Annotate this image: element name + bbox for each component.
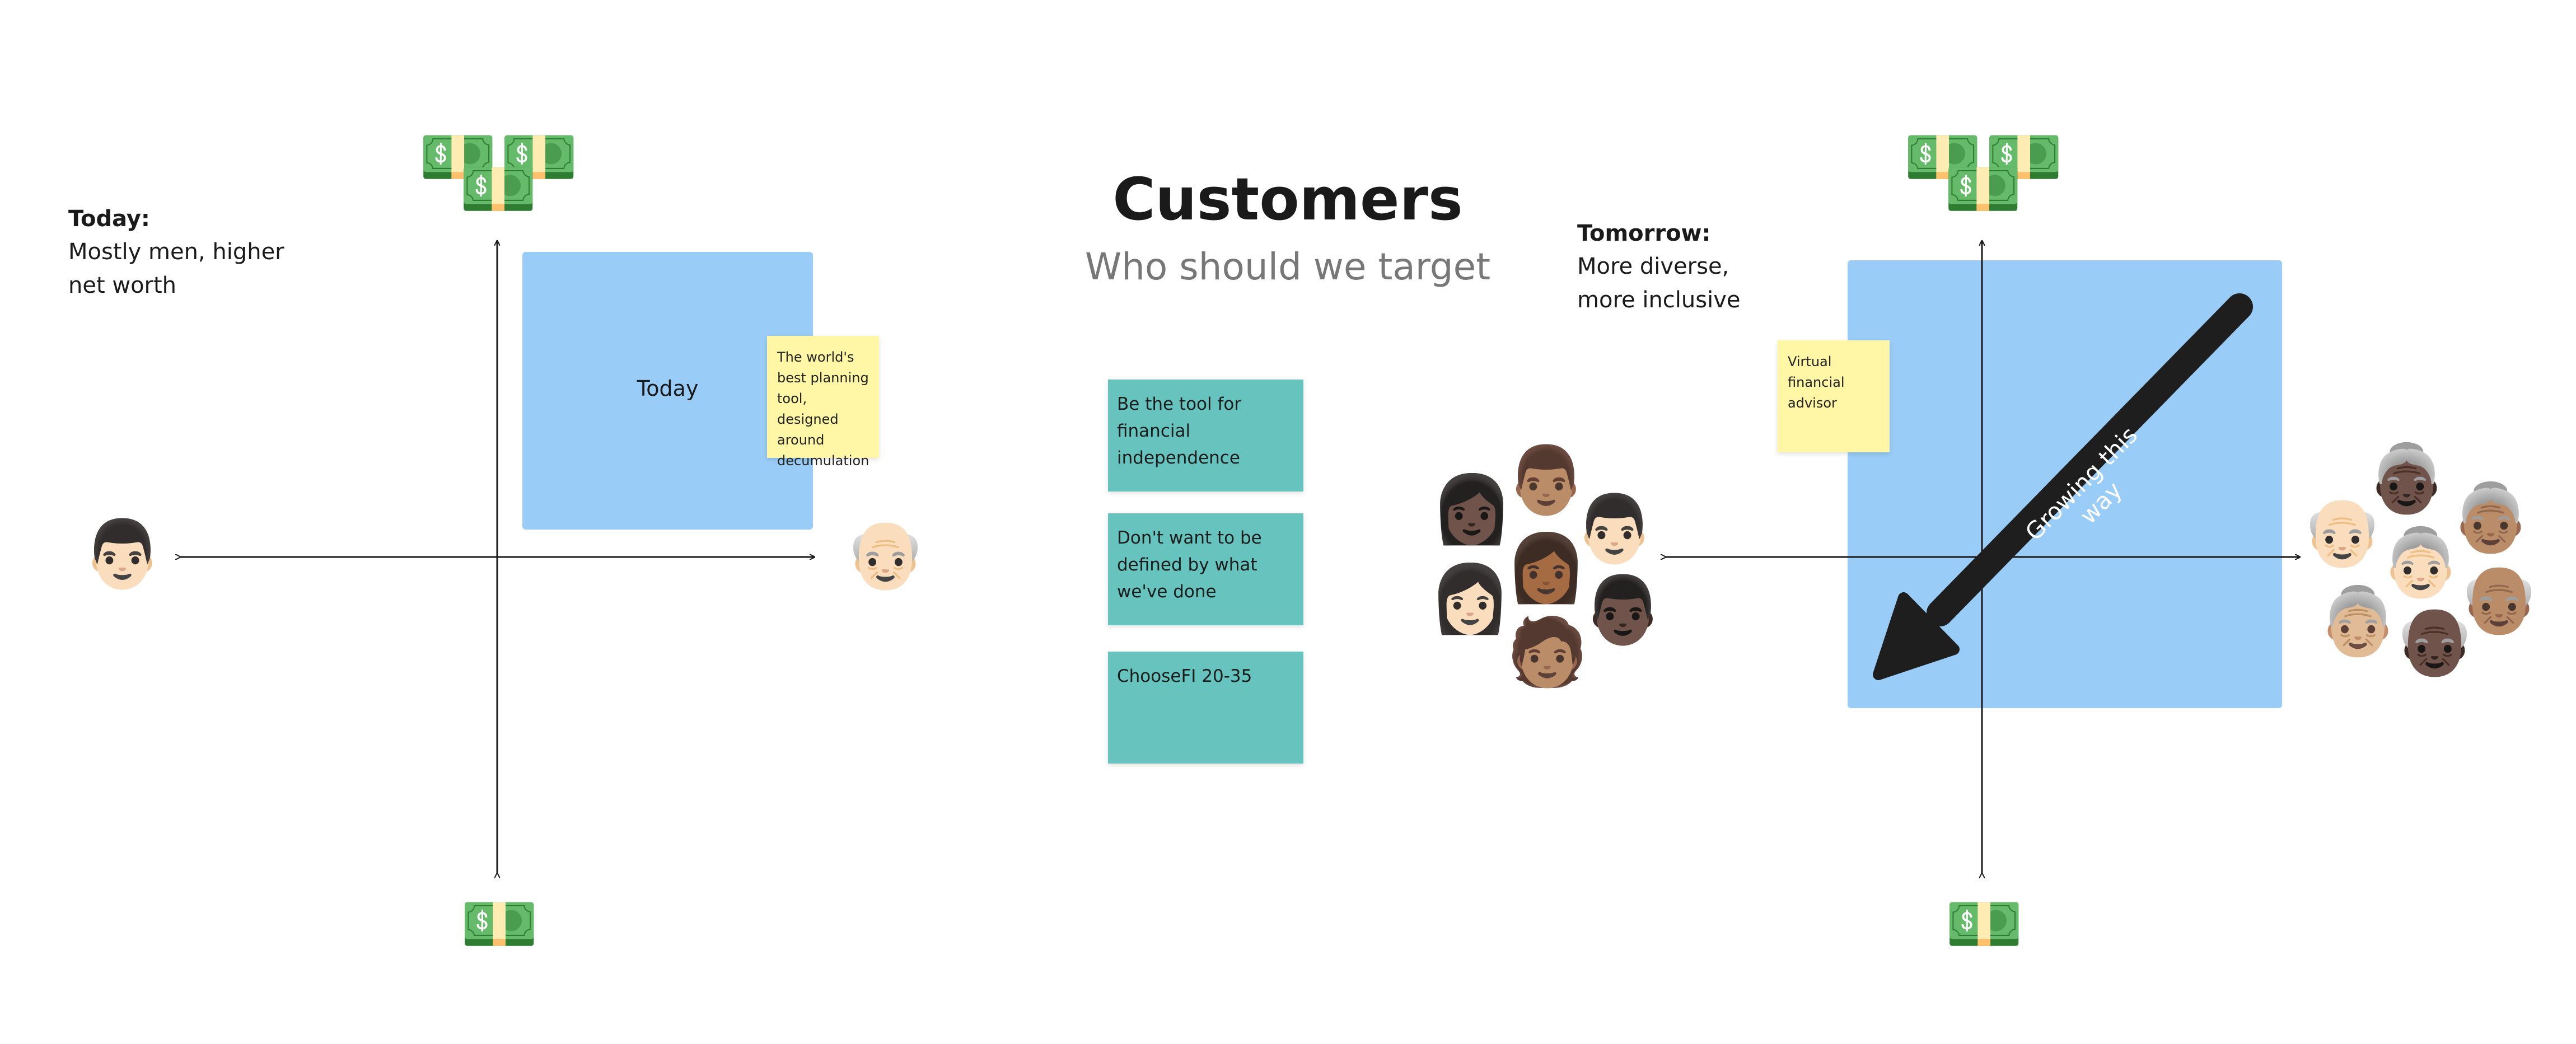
man-medium-icon: 👨🏽 bbox=[1505, 441, 1587, 518]
old-woman-dark-icon: 👵🏿 bbox=[2365, 439, 2448, 517]
tomorrow-note-line: More diverse, bbox=[1577, 254, 1729, 279]
sticky-line: The world's bbox=[777, 349, 854, 365]
sticky-note-tomorrow[interactable]: Virtual financial advisor bbox=[1778, 340, 1890, 452]
sticky-line: best planning bbox=[777, 370, 869, 386]
sticky-note-teal[interactable]: ChooseFI 20-35 bbox=[1108, 652, 1303, 764]
woman-medium-icon: 👩🏾 bbox=[1505, 529, 1587, 606]
person-medium-icon: 🧑🏽 bbox=[1506, 613, 1588, 690]
tomorrow-note-heading: Tomorrow: bbox=[1577, 221, 1711, 246]
sticky-line: defined by what bbox=[1117, 555, 1257, 575]
sticky-line: Don't want to be bbox=[1117, 528, 1262, 548]
old-man-dark-icon: 👴🏿 bbox=[2393, 602, 2476, 679]
today-note-heading: Today: bbox=[68, 206, 150, 232]
woman-light-icon: 👩🏻 bbox=[1429, 560, 1511, 637]
sticky-line: advisor bbox=[1788, 395, 1837, 411]
old-man-medium-icon: 👴🏽 bbox=[2458, 560, 2540, 637]
sticky-line: Be the tool for bbox=[1117, 394, 1242, 414]
old-woman-medium-light-icon: 👵🏼 bbox=[2317, 582, 2399, 659]
man-dark-icon: 👨🏿 bbox=[1582, 571, 1664, 648]
tomorrow-note[interactable]: Tomorrow: More diverse, more inclusive bbox=[1577, 217, 1812, 317]
old-man-icon: 👴🏻 bbox=[844, 515, 927, 592]
man-light-icon: 👨🏻 bbox=[1573, 490, 1656, 567]
tomorrow-note-line: more inclusive bbox=[1577, 287, 1741, 313]
old-woman-medium-icon: 👵🏽 bbox=[2449, 479, 2532, 556]
sticky-note-teal[interactable]: Be the tool for financial independence bbox=[1108, 380, 1303, 491]
man-icon: 👨🏻 bbox=[81, 515, 163, 592]
today-note-line: net worth bbox=[68, 273, 177, 298]
money-icon: 💵 bbox=[460, 888, 539, 961]
money-icon: 💵 bbox=[1985, 121, 2063, 194]
sticky-line: financial bbox=[1788, 374, 1845, 390]
today-note-line: Mostly men, higher bbox=[68, 239, 284, 265]
page-title: Customers bbox=[1112, 165, 1463, 233]
woman-dark-icon: 👩🏿 bbox=[1430, 470, 1513, 547]
sticky-line: financial bbox=[1117, 421, 1191, 441]
money-icon: 💵 bbox=[459, 153, 537, 226]
sticky-line: tool, designed bbox=[777, 391, 839, 427]
growth-arrow[interactable] bbox=[1873, 293, 2253, 680]
today-quadrant-label: Today bbox=[637, 376, 699, 401]
money-icon: 💵 bbox=[1944, 153, 2022, 226]
page-subtitle: Who should we target bbox=[1084, 245, 1491, 288]
money-icon: 💵 bbox=[500, 121, 578, 194]
old-man-light-icon: 👴🏻 bbox=[2301, 493, 2383, 570]
today-note[interactable]: Today: Mostly men, higher net worth bbox=[68, 203, 303, 302]
sticky-note-today[interactable]: The world's best planning tool, designed… bbox=[767, 336, 879, 469]
sticky-line: independence bbox=[1117, 448, 1240, 468]
money-icon: 💵 bbox=[1945, 888, 2023, 961]
sticky-line: around bbox=[777, 432, 825, 448]
sticky-line: Virtual bbox=[1788, 354, 1832, 369]
money-icon: 💵 bbox=[419, 121, 497, 194]
sticky-line: decumulation bbox=[777, 453, 869, 469]
sticky-line: ChooseFI 20-35 bbox=[1117, 666, 1252, 686]
sticky-line: we've done bbox=[1117, 582, 1217, 602]
old-woman-light-icon: 👵🏻 bbox=[2379, 523, 2462, 601]
sticky-note-teal[interactable]: Don't want to be defined by what we've d… bbox=[1108, 513, 1303, 625]
money-icon: 💵 bbox=[1904, 121, 1982, 194]
today-quadrant[interactable]: Today bbox=[522, 252, 813, 530]
